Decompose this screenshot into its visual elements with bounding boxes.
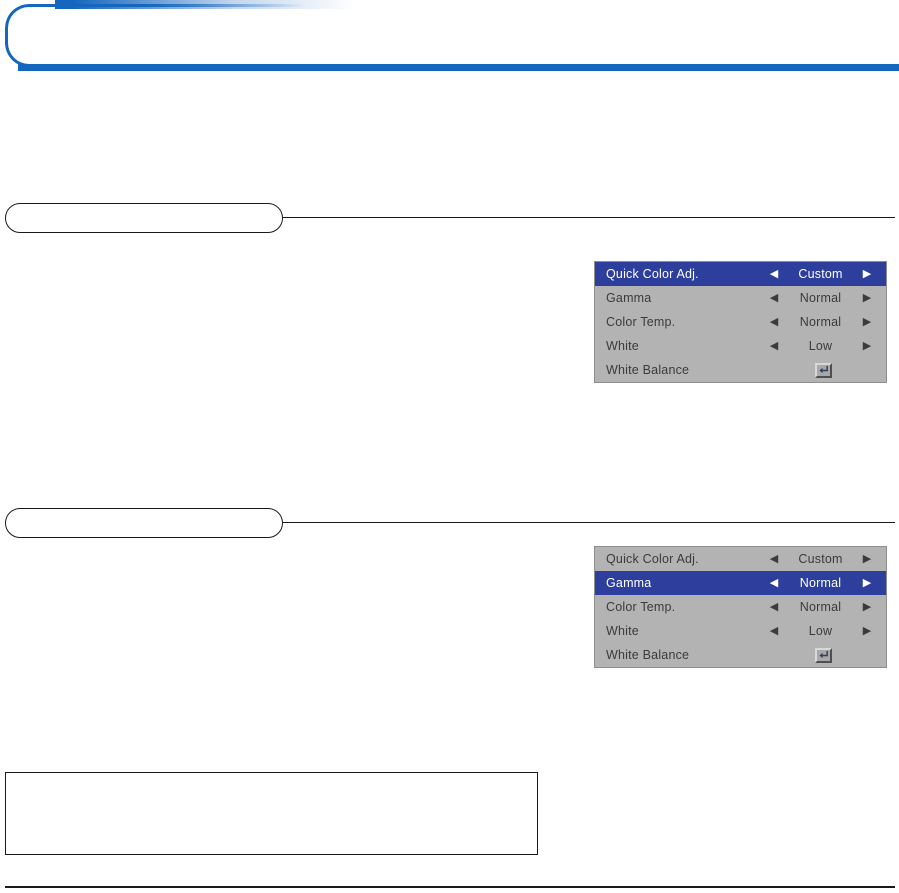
osd-row[interactable]: White ◀ Low ▶ — [595, 619, 886, 643]
osd-right-arrow-icon[interactable]: ▶ — [862, 267, 872, 280]
osd-right-arrow-icon[interactable]: ▶ — [862, 339, 872, 352]
osd-right-arrow-icon[interactable]: ▶ — [862, 576, 872, 589]
osd-menu-quick-color-adj[interactable]: Quick Color Adj.◀Custom▶Gamma◀Normal▶Col… — [594, 261, 887, 383]
osd-left-arrow-icon[interactable]: ◀ — [769, 267, 779, 280]
note-box — [5, 772, 538, 855]
section-rule-1 — [283, 217, 895, 219]
osd-row-label: White — [606, 339, 639, 353]
section-body-2 — [18, 552, 558, 752]
osd-row-value: Custom — [798, 267, 843, 281]
osd-right-arrow-icon[interactable]: ▶ — [862, 552, 872, 565]
osd-row-value: Low — [808, 339, 833, 353]
osd-left-arrow-icon[interactable]: ◀ — [769, 624, 779, 637]
osd-row[interactable]: Quick Color Adj. ◀ Custom ▶ — [595, 547, 886, 571]
osd-row[interactable]: White Balance — [595, 358, 886, 382]
osd-menu-gamma[interactable]: Quick Color Adj.◀Custom▶Gamma◀Normal▶Col… — [594, 546, 887, 668]
osd-row-label: Gamma — [606, 576, 652, 590]
footer-rule — [5, 886, 895, 888]
page-title — [34, 18, 854, 52]
section-heading-2 — [5, 508, 895, 538]
osd-row-value: Normal — [799, 576, 842, 590]
osd-row[interactable]: Quick Color Adj. ◀ Custom ▶ — [595, 262, 886, 286]
osd-row-value: Low — [808, 624, 833, 638]
osd-row-label: Color Temp. — [606, 315, 676, 329]
osd-right-arrow-icon[interactable]: ▶ — [862, 315, 872, 328]
osd-left-arrow-icon[interactable]: ◀ — [769, 576, 779, 589]
osd-row[interactable]: Gamma ◀ Normal ▶ — [595, 571, 886, 595]
enter-key-icon — [815, 362, 832, 378]
osd-right-arrow-icon[interactable]: ▶ — [862, 600, 872, 613]
osd-left-arrow-icon[interactable]: ◀ — [769, 600, 779, 613]
osd-row[interactable]: Gamma ◀ Normal ▶ — [595, 286, 886, 310]
osd-row-label: Gamma — [606, 291, 652, 305]
osd-row-value: Normal — [799, 600, 842, 614]
osd-row-value: Normal — [799, 315, 842, 329]
section-pill-2 — [5, 508, 283, 538]
enter-key-icon — [815, 647, 832, 663]
section-body-1 — [18, 250, 558, 480]
section-rule-2 — [283, 522, 895, 524]
osd-row-label: White Balance — [606, 363, 690, 377]
osd-row-value: Custom — [798, 552, 843, 566]
osd-row-label: Quick Color Adj. — [606, 552, 699, 566]
osd-row-label: Color Temp. — [606, 600, 676, 614]
osd-submenu-enter-button[interactable] — [761, 647, 886, 663]
osd-right-arrow-icon[interactable]: ▶ — [862, 291, 872, 304]
osd-row-label: White Balance — [606, 648, 690, 662]
osd-row[interactable]: Color Temp. ◀ Normal ▶ — [595, 310, 886, 334]
osd-row[interactable]: White ◀ Low ▶ — [595, 334, 886, 358]
osd-row-value: Normal — [799, 291, 842, 305]
osd-left-arrow-icon[interactable]: ◀ — [769, 315, 779, 328]
osd-row[interactable]: Color Temp. ◀ Normal ▶ — [595, 595, 886, 619]
header-blue-rule — [18, 64, 899, 71]
osd-left-arrow-icon[interactable]: ◀ — [769, 291, 779, 304]
note-box-text — [6, 773, 537, 789]
osd-left-arrow-icon[interactable]: ◀ — [769, 552, 779, 565]
osd-row-label: Quick Color Adj. — [606, 267, 699, 281]
section-heading-1 — [5, 203, 895, 233]
section-pill-1 — [5, 203, 283, 233]
osd-submenu-enter-button[interactable] — [761, 362, 886, 378]
osd-row-label: White — [606, 624, 639, 638]
osd-left-arrow-icon[interactable]: ◀ — [769, 339, 779, 352]
osd-row[interactable]: White Balance — [595, 643, 886, 667]
page-header — [0, 0, 899, 75]
osd-right-arrow-icon[interactable]: ▶ — [862, 624, 872, 637]
